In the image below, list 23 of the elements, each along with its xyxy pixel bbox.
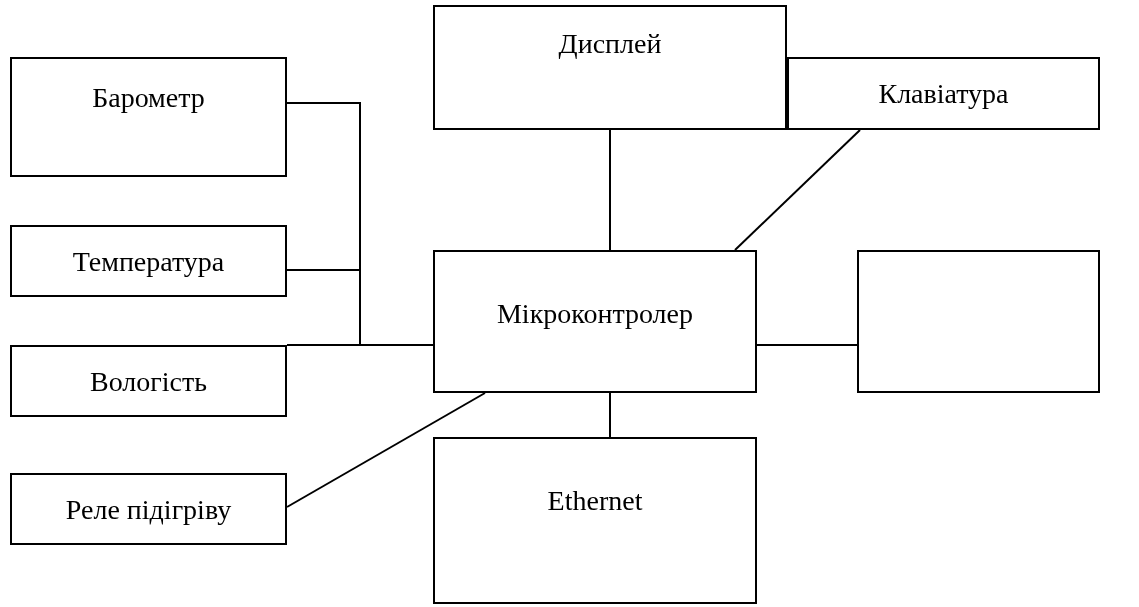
block-box: [10, 473, 287, 545]
block-box: [433, 437, 757, 604]
block-label: Температура: [72, 245, 225, 279]
connector-line: [734, 129, 861, 251]
connector-line: [609, 392, 611, 438]
block-box: [433, 250, 757, 393]
block-label: Барометр: [92, 81, 205, 115]
block-box: [10, 225, 287, 297]
block-box: [787, 57, 1100, 130]
block-label: Клавіатура: [878, 77, 1009, 111]
block-label: Реле підігріву: [65, 493, 232, 527]
block-label: Вологість: [90, 365, 207, 399]
block-box: [10, 345, 287, 417]
connector-line: [756, 344, 858, 346]
connector-line: [609, 129, 611, 251]
block-label: Дисплей: [558, 27, 662, 61]
empty-box: [857, 250, 1100, 393]
block-box: [10, 57, 287, 177]
block-label: Ethernet: [547, 484, 643, 518]
block-box: [433, 5, 787, 130]
block-label: Мікроконтролер: [496, 297, 694, 331]
connector-line: [286, 392, 486, 508]
connector-line: [286, 344, 434, 346]
